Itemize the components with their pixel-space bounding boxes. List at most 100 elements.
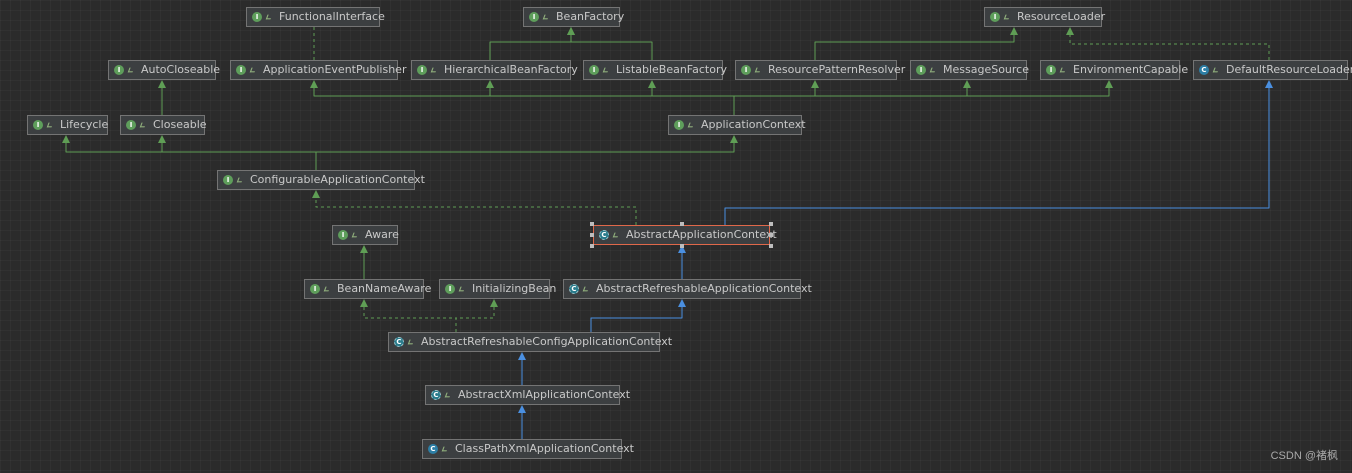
interface-icon: I: [990, 12, 1000, 22]
arrowhead: [811, 80, 819, 88]
class-icon: C: [428, 444, 438, 454]
node-label: ConfigurableApplicationContext: [250, 173, 425, 186]
selection-handle[interactable]: [590, 222, 594, 226]
selection-handle[interactable]: [769, 233, 773, 237]
arrowhead: [678, 245, 686, 253]
node-label: ResourcePatternResolver: [768, 63, 906, 76]
selection-handle[interactable]: [679, 222, 684, 226]
interface-icon: I: [741, 65, 751, 75]
edge-application-context-to-resource-pattern-resolver[interactable]: [733, 86, 816, 115]
arrowhead: [1265, 80, 1273, 88]
public-visibility-icon: [582, 286, 590, 292]
selection-handle[interactable]: [590, 244, 594, 248]
public-visibility-icon: [602, 67, 610, 73]
edge-abstract-refreshable-config-application-context-to-abstract-refreshable-application-context[interactable]: [590, 305, 683, 332]
abstract-icon: C: [394, 337, 404, 347]
arrowhead: [312, 190, 320, 198]
edge-resource-pattern-resolver-to-resource-loader[interactable]: [814, 33, 1015, 60]
edge-abstract-application-context-to-configurable-application-context[interactable]: [315, 196, 637, 225]
public-visibility-icon: [444, 392, 452, 398]
arrowhead: [486, 80, 494, 88]
edge-configurable-application-context-to-closeable[interactable]: [161, 141, 317, 170]
edge-hierarchical-bean-factory-to-bean-factory[interactable]: [489, 33, 572, 60]
edge-application-context-to-application-event-publisher[interactable]: [313, 86, 735, 115]
node-class-path-xml-application-context[interactable]: C ClassPathXmlApplicationContext: [422, 439, 634, 459]
interface-icon: I: [417, 65, 427, 75]
public-visibility-icon: [265, 14, 273, 20]
edge-configurable-application-context-to-application-context[interactable]: [315, 141, 735, 170]
arrowhead: [678, 299, 686, 307]
interface-icon: I: [252, 12, 262, 22]
interface-icon: I: [338, 230, 348, 240]
node-label: InitializingBean: [472, 282, 557, 295]
selection-handle[interactable]: [769, 222, 773, 226]
node-resource-pattern-resolver[interactable]: I ResourcePatternResolver: [735, 60, 905, 80]
public-visibility-icon: [1212, 67, 1220, 73]
selection-handle[interactable]: [769, 244, 773, 248]
node-label: DefaultResourceLoader: [1226, 63, 1352, 76]
public-visibility-icon: [249, 67, 257, 73]
node-functional-interface[interactable]: I FunctionalInterface: [246, 7, 385, 27]
public-visibility-icon: [1059, 67, 1067, 73]
node-label: AbstractRefreshableApplicationContext: [596, 282, 812, 295]
public-visibility-icon: [542, 14, 550, 20]
node-label: FunctionalInterface: [279, 10, 385, 23]
abstract-icon: C: [569, 284, 579, 294]
node-hierarchical-bean-factory[interactable]: I HierarchicalBeanFactory: [411, 60, 578, 80]
arrowhead: [518, 405, 526, 413]
node-label: HierarchicalBeanFactory: [444, 63, 578, 76]
public-visibility-icon: [754, 67, 762, 73]
public-visibility-icon: [1003, 14, 1011, 20]
public-visibility-icon: [236, 177, 244, 183]
node-default-resource-loader[interactable]: C DefaultResourceLoader: [1193, 60, 1352, 80]
public-visibility-icon: [407, 339, 415, 345]
edge-abstract-refreshable-config-application-context-to-initializing-bean[interactable]: [455, 305, 495, 332]
edge-listable-bean-factory-to-bean-factory[interactable]: [570, 33, 653, 60]
node-environment-capable[interactable]: I EnvironmentCapable: [1040, 60, 1188, 80]
arrowhead: [567, 27, 575, 35]
node-label: MessageSource: [943, 63, 1029, 76]
class-icon: C: [1199, 65, 1209, 75]
edge-application-context-to-hierarchical-bean-factory[interactable]: [489, 86, 735, 115]
edge-application-context-to-listable-bean-factory[interactable]: [651, 86, 735, 115]
edge-application-context-to-environment-capable[interactable]: [733, 86, 1110, 115]
edge-default-resource-loader-to-resource-loader[interactable]: [1069, 33, 1270, 60]
arrowhead: [1066, 27, 1074, 35]
node-label: Closeable: [153, 118, 207, 131]
node-label: AbstractApplicationContext: [626, 228, 777, 241]
node-label: EnvironmentCapable: [1073, 63, 1189, 76]
arrowhead: [518, 352, 526, 360]
node-abstract-refreshable-application-context[interactable]: C AbstractRefreshableApplicationContext: [563, 279, 812, 299]
node-label: ClassPathXmlApplicationContext: [455, 442, 634, 455]
arrowhead: [158, 135, 166, 143]
public-visibility-icon: [323, 286, 331, 292]
edge-configurable-application-context-to-lifecycle[interactable]: [65, 141, 317, 170]
edge-abstract-application-context-to-default-resource-loader[interactable]: [724, 86, 1270, 225]
arrowhead: [963, 80, 971, 88]
edge-application-context-to-message-source[interactable]: [733, 86, 968, 115]
public-visibility-icon: [687, 122, 695, 128]
edge-abstract-refreshable-config-application-context-to-bean-name-aware[interactable]: [363, 305, 457, 332]
selection-handle[interactable]: [679, 244, 684, 248]
interface-icon: I: [1046, 65, 1056, 75]
watermark: CSDN @褚枫: [1270, 450, 1338, 462]
selection-handle[interactable]: [590, 233, 594, 237]
node-label: ApplicationContext: [701, 118, 806, 131]
